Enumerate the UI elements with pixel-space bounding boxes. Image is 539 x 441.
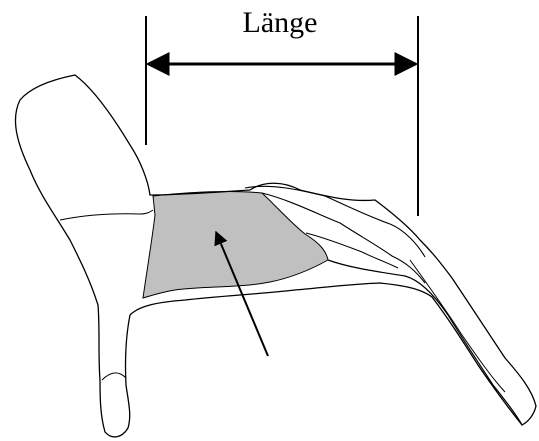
length-label: Länge	[190, 6, 370, 40]
tail-edge	[410, 260, 505, 392]
shaded-region	[143, 192, 328, 298]
leg-line-1	[60, 210, 153, 220]
leg-line-2	[102, 373, 126, 380]
